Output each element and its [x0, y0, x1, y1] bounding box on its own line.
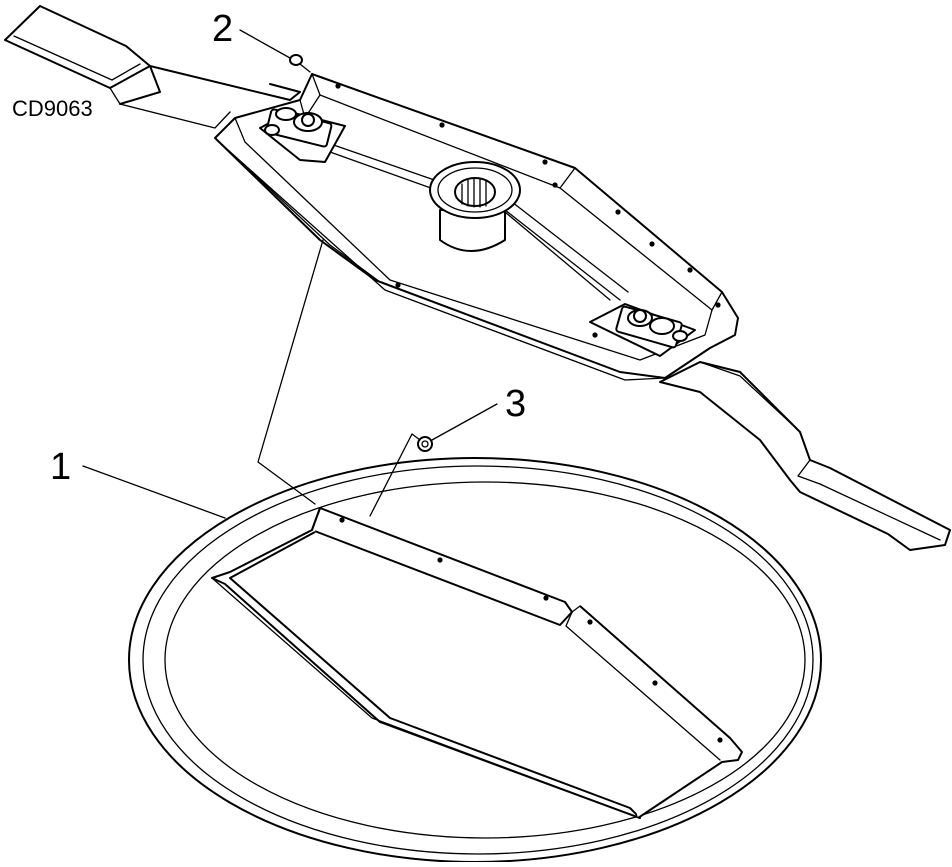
leader-lines	[82, 29, 498, 519]
blade-carrier	[214, 73, 739, 381]
callout-1: 1	[50, 446, 72, 488]
callout-2: 2	[212, 8, 234, 50]
blade-left	[4, 5, 301, 129]
baffle-part-1	[211, 507, 743, 819]
deck-ring	[128, 457, 822, 863]
assembly-lines	[257, 239, 421, 517]
callout-3: 3	[505, 383, 527, 425]
nut-part-3	[417, 436, 433, 452]
blade-right	[659, 361, 951, 551]
drawing-code: CD9063	[12, 96, 93, 121]
screw-part-2	[289, 54, 311, 73]
